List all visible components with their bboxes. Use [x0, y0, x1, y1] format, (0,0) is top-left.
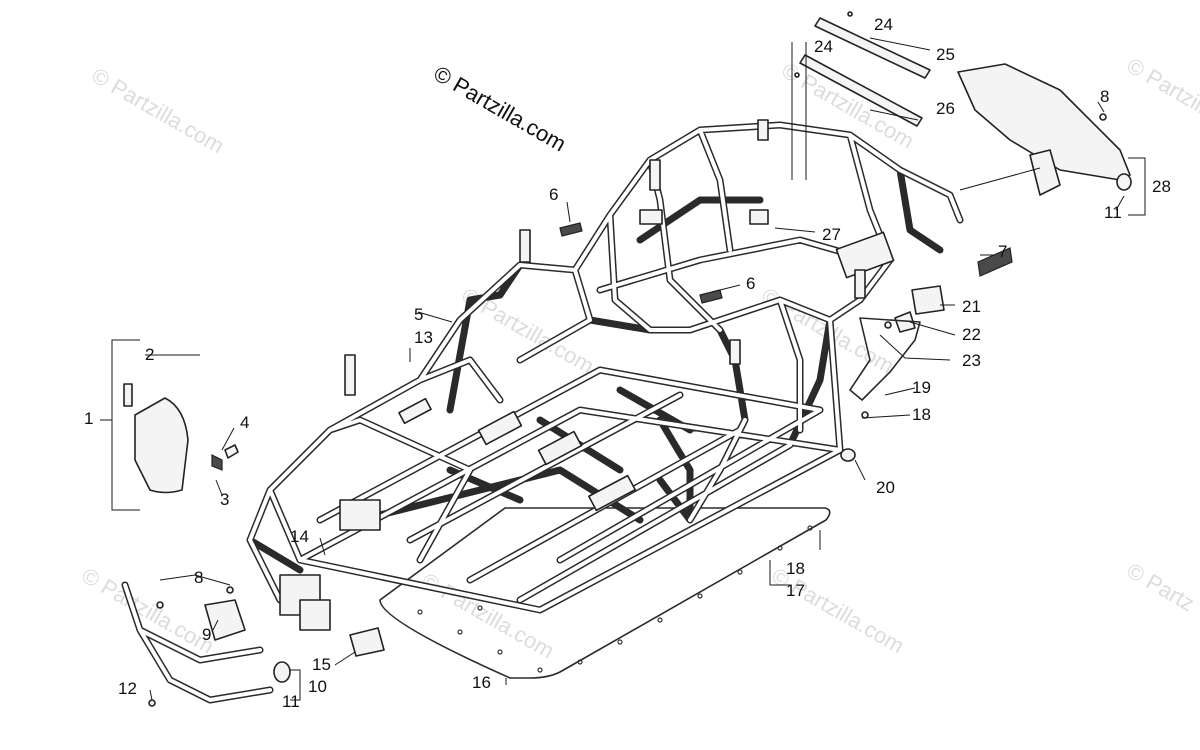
callout-11b: 11	[1104, 203, 1122, 222]
callout-5: 5	[414, 305, 423, 324]
bracket-15	[349, 627, 385, 657]
watermark-text: © Partzilla	[1123, 53, 1200, 125]
decal-7	[977, 247, 1013, 277]
callout-15: 15	[312, 655, 331, 674]
rear-bumper	[957, 63, 1146, 216]
callout-10: 10	[308, 677, 327, 696]
leader-lines	[100, 37, 1125, 701]
callout-3: 3	[220, 490, 229, 509]
callout-28: 28	[1152, 177, 1171, 196]
callout-25: 25	[936, 45, 955, 64]
callout-23: 23	[962, 351, 981, 370]
decal-6b	[699, 289, 723, 304]
watermark-text: © Partzilla.com	[418, 568, 559, 664]
callout-4: 4	[240, 413, 249, 432]
watermark-text: © Partz	[1123, 558, 1199, 616]
callout-13: 13	[414, 328, 433, 347]
callout-16: 16	[472, 673, 491, 692]
callout-17: 17	[786, 581, 805, 600]
callout-labels: 1 2 3 4 5 6 6 7 8 8 9 10 11 11 12 13 14 …	[84, 15, 1171, 711]
skid-plate	[379, 507, 831, 679]
callout-21: 21	[962, 297, 981, 316]
callout-1: 1	[84, 409, 93, 428]
callout-11a: 11	[282, 692, 300, 711]
callout-22: 22	[962, 325, 981, 344]
main-frame	[246, 119, 964, 631]
rear-cross-bars	[791, 11, 931, 180]
brand-watermark: © Partzilla.com	[430, 61, 571, 157]
callout-2: 2	[145, 345, 154, 364]
rear-brackets	[879, 285, 951, 361]
callout-8a: 8	[194, 568, 203, 587]
callout-27: 27	[822, 225, 841, 244]
side-cover-assembly	[111, 339, 239, 511]
decal-6a	[559, 222, 583, 237]
callout-8b: 8	[1100, 87, 1109, 106]
callout-18b: 18	[786, 559, 805, 578]
callout-9: 9	[202, 625, 211, 644]
callout-24a: 24	[874, 15, 893, 34]
callout-18a: 18	[912, 405, 931, 424]
watermark-text: © Partzilla.com	[88, 63, 229, 159]
front-bumper	[121, 581, 291, 707]
callout-26: 26	[936, 99, 955, 118]
callout-6b: 6	[746, 274, 755, 293]
callout-14: 14	[290, 527, 309, 546]
callout-7: 7	[998, 242, 1007, 261]
callout-6a: 6	[549, 185, 558, 204]
callout-12: 12	[118, 679, 137, 698]
callout-24b: 24	[814, 37, 833, 56]
callout-19: 19	[912, 378, 931, 397]
callout-20: 20	[876, 478, 895, 497]
